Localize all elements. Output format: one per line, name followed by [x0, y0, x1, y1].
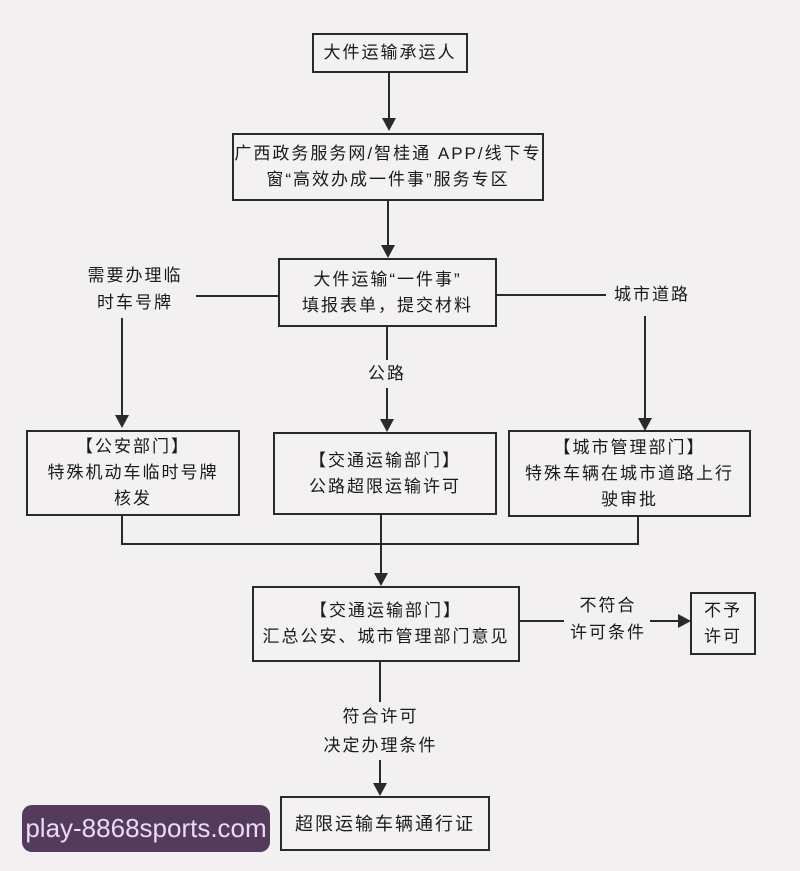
node-transport: 【交通运输部门】 公路超限运输许可 [273, 432, 497, 515]
arrowhead-deny [678, 614, 691, 628]
connector-deny-h2 [650, 620, 679, 622]
arrowhead-summary [374, 573, 388, 586]
node-portal: 广西政务服务网/智桂通 APP/线下专 窗“高效办成一件事”服务专区 [232, 133, 544, 201]
edge-label-not-meet: 不符合 许可条件 [558, 592, 658, 646]
node-summary-line2: 汇总公安、城市管理部门意见 [262, 627, 510, 646]
edge-label-meet-line1: 符合许可 [342, 707, 419, 726]
arrowhead-portal [382, 118, 396, 131]
node-police-line3: 核发 [114, 489, 152, 508]
connector-merge-down [380, 515, 382, 573]
edge-label-meet-line2: 决定办理条件 [323, 736, 438, 755]
node-portal-line1: 广西政务服务网/智桂通 APP/线下专 [234, 144, 542, 163]
arrowhead-permit [373, 783, 387, 796]
edge-label-highway: 公路 [359, 360, 415, 388]
watermark-badge: play-8868sports.com [22, 805, 270, 852]
node-transport-line2: 公路超限运输许可 [309, 476, 461, 496]
node-portal-line2: 窗“高效办成一件事”服务专区 [266, 170, 510, 189]
edge-label-city-road: 城市道路 [604, 281, 700, 308]
connector-left-branch-h [196, 295, 278, 297]
node-deny-line2: 许可 [704, 626, 742, 646]
node-summary: 【交通运输部门】 汇总公安、城市管理部门意见 [252, 586, 520, 662]
node-one-thing-line1: 大件运输“一件事” [313, 269, 462, 289]
edge-label-not-meet-line1: 不符合 [579, 596, 637, 615]
watermark-text: play-8868sports.com [25, 813, 267, 843]
node-city-mgmt: 【城市管理部门】 特殊车辆在城市道路上行 驶审批 [508, 430, 751, 517]
connector-carrier-portal [388, 73, 390, 118]
edge-label-not-meet-line2: 许可条件 [570, 623, 646, 642]
node-deny: 不予 许可 [690, 592, 756, 655]
node-carrier: 大件运输承运人 [312, 33, 468, 73]
arrowhead-city-mgmt [638, 418, 652, 431]
node-transport-line1: 【交通运输部门】 [309, 450, 461, 470]
node-summary-line1: 【交通运输部门】 [310, 601, 462, 620]
connector-deny-h1 [520, 620, 564, 622]
edge-label-temp-plate: 需要办理临 时车号牌 [60, 262, 210, 316]
node-deny-line1: 不予 [704, 600, 742, 620]
arrowhead-transport [380, 419, 394, 432]
node-city-mgmt-line2: 特殊车辆在城市道路上行 [525, 463, 734, 483]
connector-merge-left [121, 516, 123, 545]
node-police-line1: 【公安部门】 [76, 437, 190, 456]
connector-portal-onething [387, 201, 389, 245]
node-city-mgmt-line1: 【城市管理部门】 [553, 437, 706, 457]
node-permit-label: 超限运输车辆通行证 [295, 813, 475, 834]
arrowhead-onething [381, 245, 395, 258]
node-one-thing: 大件运输“一件事” 填报表单，提交材料 [278, 258, 497, 327]
node-carrier-label: 大件运输承运人 [323, 43, 457, 62]
node-police-line2: 特殊机动车临时号牌 [47, 463, 219, 482]
edge-label-temp-plate-line2: 时车号牌 [97, 293, 173, 312]
node-police: 【公安部门】 特殊机动车临时号牌 核发 [26, 430, 240, 516]
node-city-mgmt-line3: 驶审批 [601, 489, 658, 509]
connector-right-branch-h [497, 294, 606, 296]
edge-label-city-road-text: 城市道路 [614, 285, 690, 304]
edge-label-meet: 符合许可 决定办理条件 [303, 702, 458, 760]
edge-label-highway-text: 公路 [368, 364, 406, 383]
edge-label-temp-plate-line1: 需要办理临 [87, 266, 183, 285]
connector-left-branch-v [121, 318, 123, 415]
node-one-thing-line2: 填报表单，提交材料 [302, 295, 473, 315]
connector-merge-right [637, 517, 639, 545]
node-permit: 超限运输车辆通行证 [280, 796, 490, 851]
arrowhead-police [115, 415, 129, 428]
connector-right-branch-v [644, 316, 646, 418]
